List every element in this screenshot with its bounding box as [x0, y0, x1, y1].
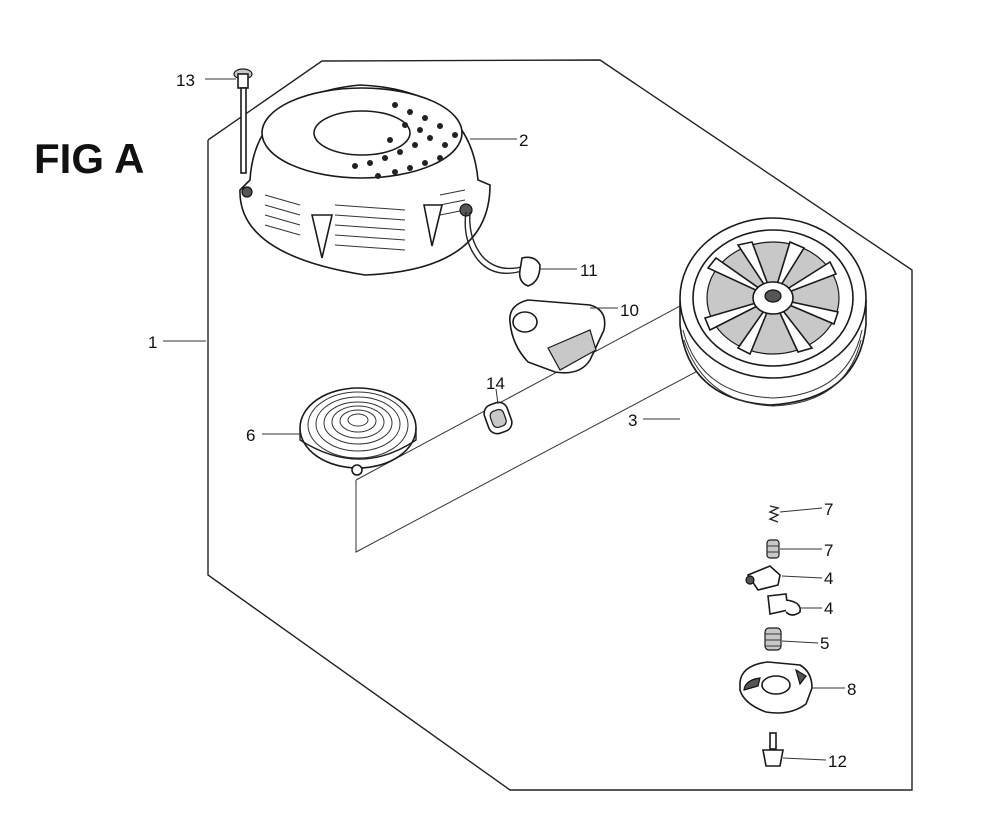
- ratchet-pawl-lower: [767, 593, 802, 616]
- ratchet-pawl-upper: [745, 565, 781, 591]
- pawl-spring-lower: [766, 539, 780, 559]
- callout-8: 8: [847, 680, 856, 699]
- recoil-spring: [299, 387, 417, 476]
- figure-title: FIG A: [34, 135, 144, 182]
- callout-12: 12: [828, 752, 847, 771]
- pawl-spring-upper: [768, 505, 781, 523]
- callout-5: 5: [820, 634, 829, 653]
- callout-13: 13: [176, 71, 195, 90]
- callout-6: 6: [246, 426, 255, 445]
- callout-4-upper: 4: [824, 569, 833, 588]
- callout-14: 14: [486, 374, 505, 393]
- friction-plate: [739, 661, 813, 714]
- callout-7-lower: 7: [824, 541, 833, 560]
- setting-screw: [762, 732, 784, 767]
- callout-7-upper: 7: [824, 500, 833, 519]
- callout-3: 3: [628, 411, 637, 430]
- starter-rope: [464, 211, 541, 287]
- starter-grip: [509, 299, 606, 374]
- callout-2: 2: [519, 131, 528, 150]
- flange-bolt: [233, 68, 253, 174]
- starter-case: [239, 84, 491, 276]
- callout-1: 1: [148, 333, 157, 352]
- rope-insert: [483, 401, 513, 435]
- callout-10: 10: [620, 301, 639, 320]
- assembly-boundary: [207, 59, 913, 791]
- starter-reel: [679, 217, 867, 407]
- callout-4-lower: 4: [824, 599, 833, 618]
- callout-11: 11: [580, 261, 598, 280]
- leader-lines: [163, 78, 845, 761]
- friction-spring: [764, 627, 782, 651]
